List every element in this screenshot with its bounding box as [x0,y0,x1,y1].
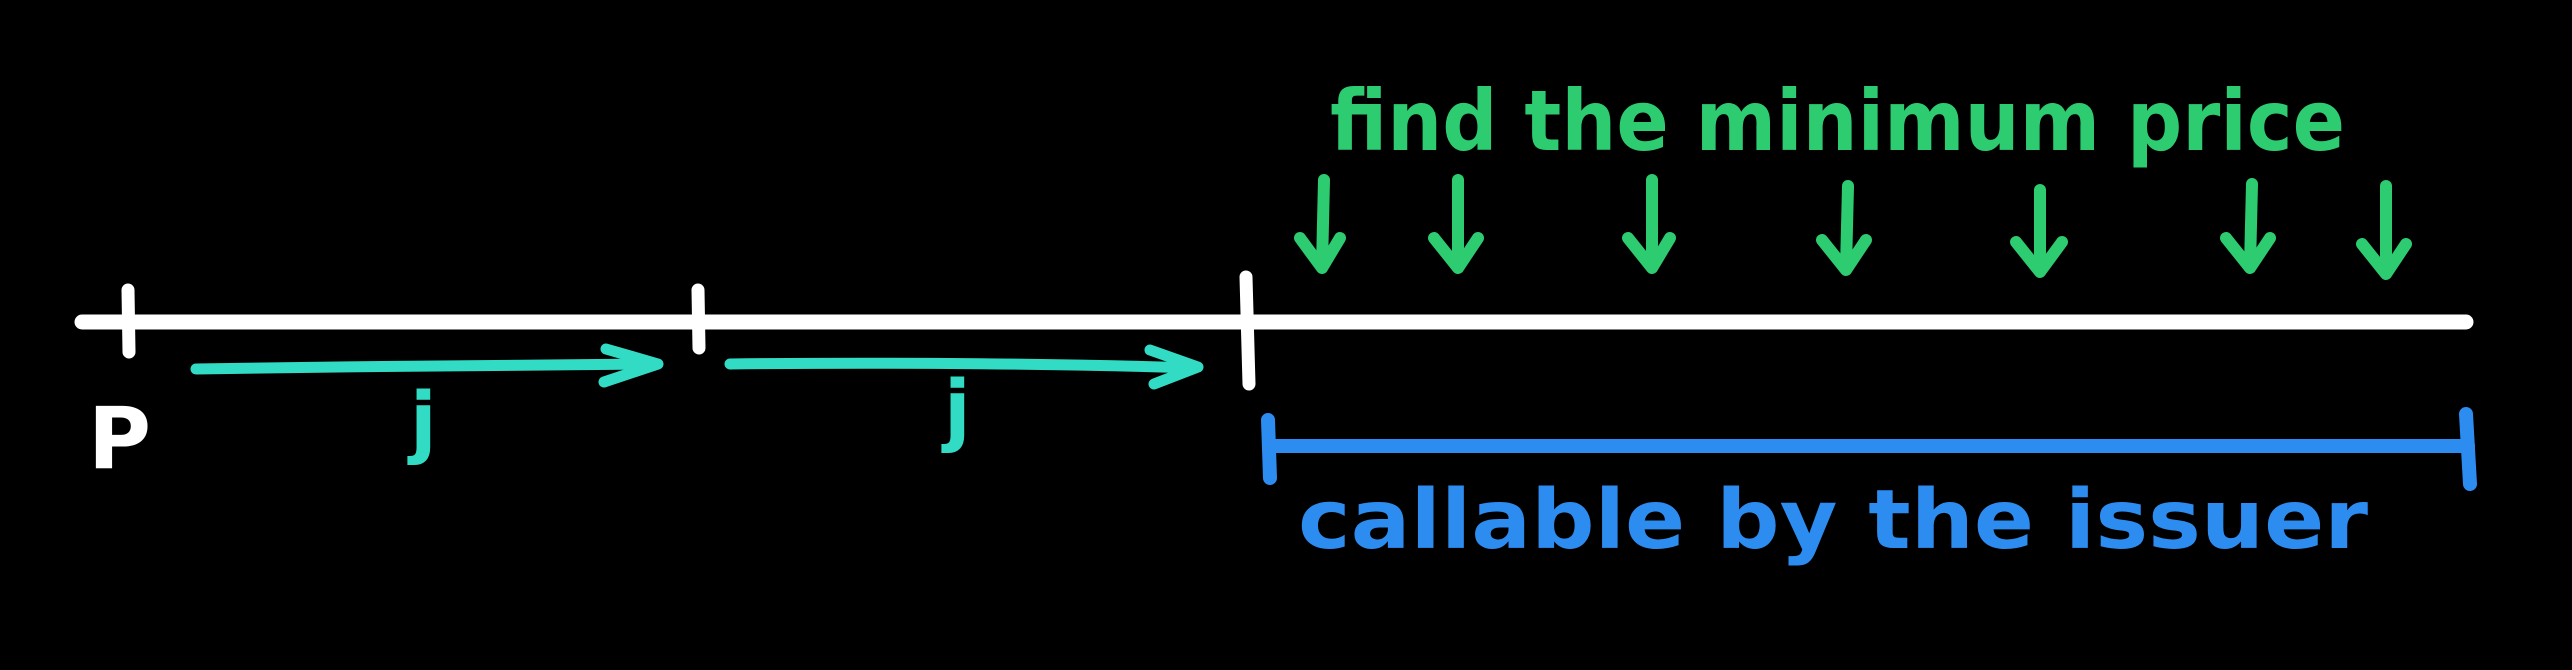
down-arrow-icon [2010,184,2068,278]
top-annotation: find the minimum price [1330,72,2345,170]
interval-arrow-2 [724,344,1204,390]
tick-call-start [1239,270,1256,391]
bottom-annotation: callable by the issuer [1298,473,2369,568]
down-arrow-icon [1816,180,1872,276]
tick-p [121,283,136,359]
interval-label-2: j [941,365,971,455]
tick-middle [691,283,706,355]
down-arrow-icon [2356,180,2412,280]
down-arrow-icon [2220,178,2276,274]
down-arrow-icon [1428,174,1484,274]
callable-bracket [1261,407,2477,491]
down-arrow-icon [1622,174,1676,274]
down-arrow-icon [1294,174,1346,274]
point-label: P [88,389,151,489]
down-arrows [1294,174,2412,280]
interval-arrow-1 [190,343,664,388]
interval-label-1: j [407,377,437,467]
